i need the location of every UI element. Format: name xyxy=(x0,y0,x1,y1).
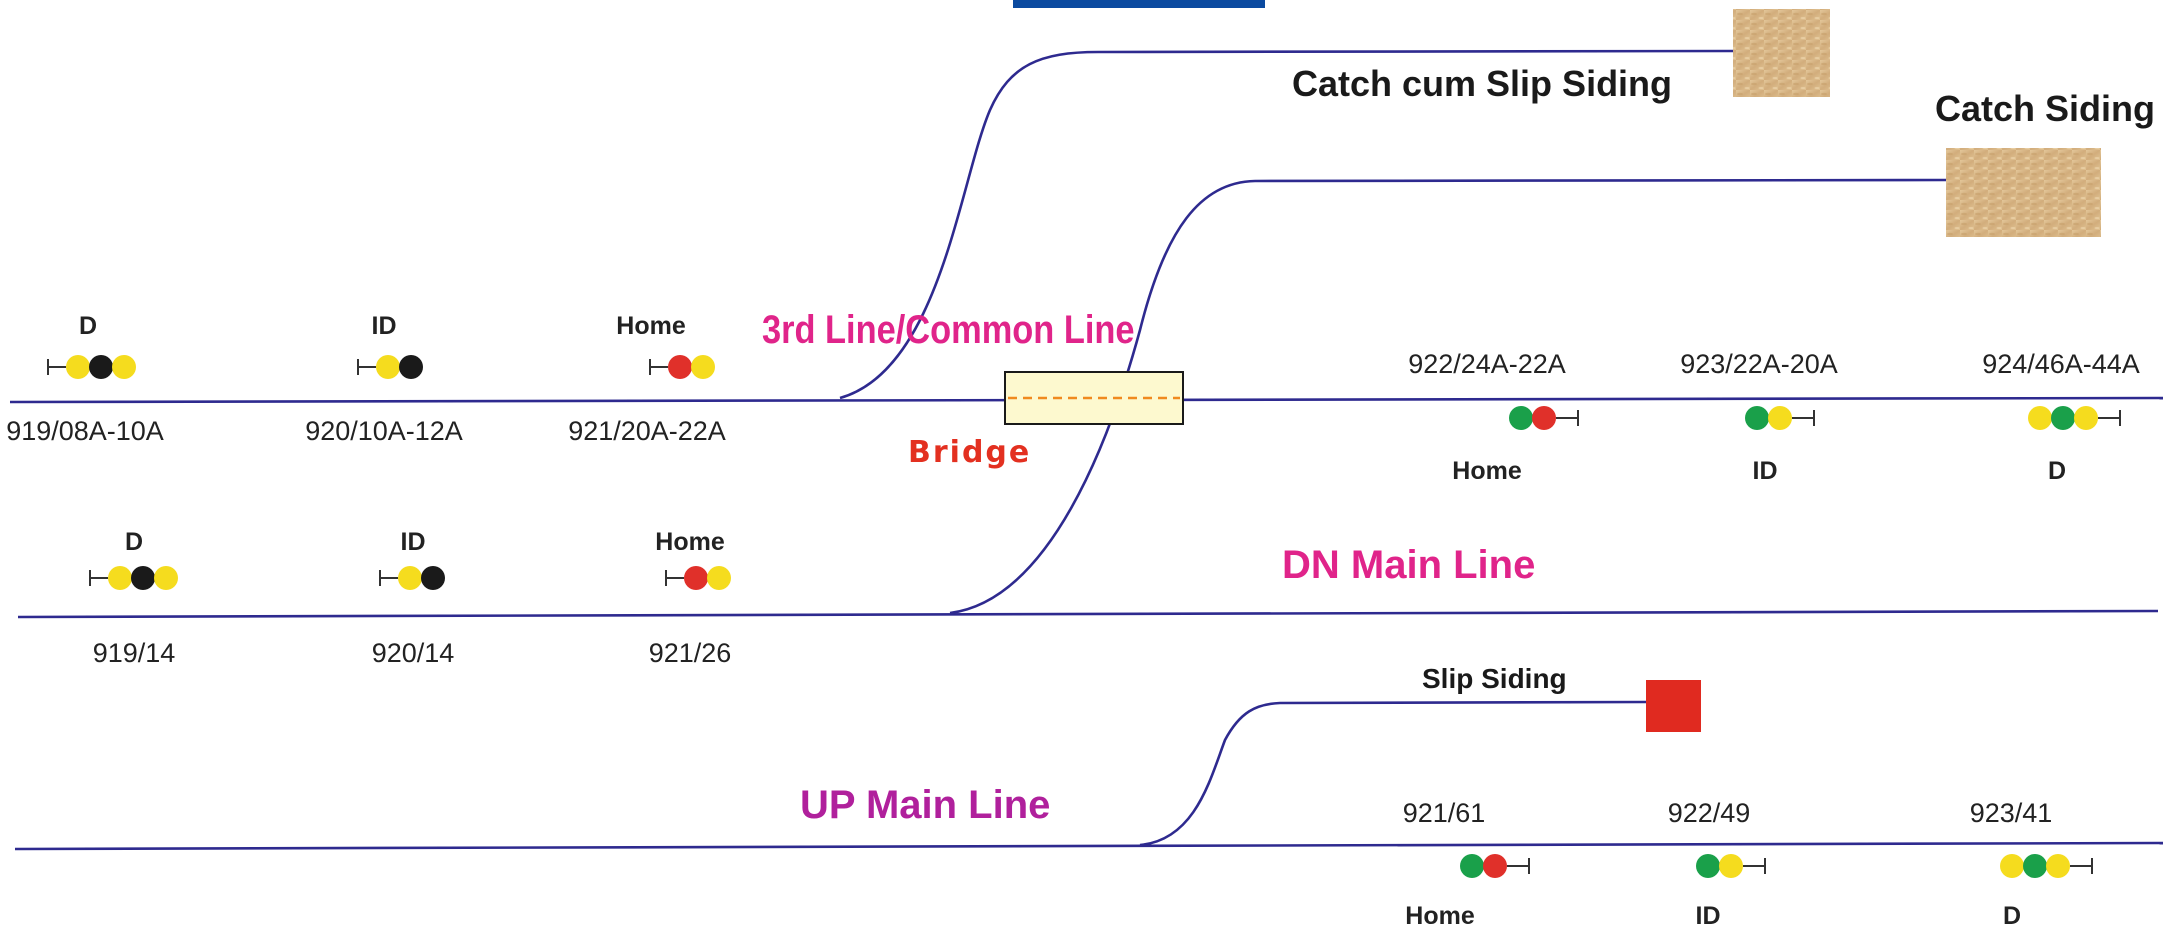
signal-dn-left-2: ID 920/14 xyxy=(372,528,455,668)
signal-aspect-red xyxy=(1532,406,1556,430)
signal-number-label: 922/24A-22A xyxy=(1408,349,1566,379)
up-main-line-track xyxy=(15,843,2163,849)
signal-number-label: 921/20A-22A xyxy=(568,416,726,446)
signal-number-label: 921/26 xyxy=(649,638,732,668)
signal-aspect-yellow xyxy=(112,355,136,379)
signal-aspect-yellow xyxy=(66,355,90,379)
signal-type-label: Home xyxy=(1405,902,1475,928)
dn-main-line-track xyxy=(18,611,2158,617)
signal-type-label: ID xyxy=(1696,902,1721,928)
signal-aspect-yellow xyxy=(1768,406,1792,430)
signal-type-label: Home xyxy=(616,312,686,340)
top-bar xyxy=(1013,0,1265,8)
slip-siding-stop-block xyxy=(1646,680,1701,732)
slip-siding-label: Slip Siding xyxy=(1422,663,1567,694)
signal-up-right-1: Home 921/61 xyxy=(1403,798,1529,928)
signal-aspect-red xyxy=(668,355,692,379)
catch-cum-slip-siding-label: Catch cum Slip Siding xyxy=(1292,63,1672,104)
signal-third-right-1: Home 922/24A-22A xyxy=(1408,349,1578,485)
signal-aspect-black xyxy=(399,355,423,379)
signal-aspect-yellow xyxy=(2000,854,2024,878)
signal-aspect-yellow xyxy=(376,355,400,379)
signal-aspect-yellow xyxy=(2028,406,2052,430)
signal-up-right-2: ID 922/49 xyxy=(1668,798,1765,928)
signal-type-label: ID xyxy=(372,312,397,340)
signal-aspect-green xyxy=(1509,406,1533,430)
signal-third-left-1: D 919/08A-10A xyxy=(6,312,164,446)
signal-aspect-black xyxy=(89,355,113,379)
signal-number-label: 919/08A-10A xyxy=(6,416,164,446)
signal-type-label: D xyxy=(2048,457,2066,485)
signal-aspect-yellow xyxy=(398,566,422,590)
signal-number-label: 923/41 xyxy=(1970,798,2053,828)
signal-dn-left-3: Home 921/26 xyxy=(649,528,732,668)
signal-type-label: D xyxy=(125,528,143,556)
signal-aspect-red xyxy=(684,566,708,590)
signal-aspect-red xyxy=(1483,854,1507,878)
signal-aspect-green xyxy=(2023,854,2047,878)
signal-type-label: D xyxy=(79,312,97,340)
signal-number-label: 919/14 xyxy=(93,638,176,668)
sand-hump-upper xyxy=(1733,9,1830,97)
up-main-line-label: UP Main Line xyxy=(800,783,1050,827)
catch-siding-label: Catch Siding xyxy=(1935,88,2155,129)
slip-siding-track xyxy=(1140,702,1646,845)
signal-aspect-yellow xyxy=(154,566,178,590)
signal-type-label: ID xyxy=(401,528,426,556)
signal-aspect-yellow xyxy=(1719,854,1743,878)
signal-aspect-black xyxy=(421,566,445,590)
signal-number-label: 922/49 xyxy=(1668,798,1751,828)
signal-number-label: 923/22A-20A xyxy=(1680,349,1838,379)
signal-number-label: 924/46A-44A xyxy=(1982,349,2140,379)
signal-aspect-black xyxy=(131,566,155,590)
signal-aspect-yellow xyxy=(2074,406,2098,430)
signal-third-left-3: Home 921/20A-22A xyxy=(568,312,726,446)
signal-third-left-2: ID 920/10A-12A xyxy=(305,312,463,446)
signal-aspect-yellow xyxy=(2046,854,2070,878)
signal-aspect-yellow xyxy=(108,566,132,590)
dn-main-line-label: DN Main Line xyxy=(1282,543,1535,587)
sand-hump-lower xyxy=(1946,148,2101,237)
signal-number-label: 920/10A-12A xyxy=(305,416,463,446)
bridge-label: Bridge xyxy=(908,435,1031,470)
signal-aspect-green xyxy=(2051,406,2075,430)
signal-dn-left-1: D 919/14 xyxy=(90,528,178,668)
bridge xyxy=(1005,372,1183,424)
signal-aspect-green xyxy=(1460,854,1484,878)
signal-aspect-green xyxy=(1745,406,1769,430)
signal-aspect-green xyxy=(1696,854,1720,878)
signal-up-right-3: D 923/41 xyxy=(1970,798,2092,928)
signal-number-label: 920/14 xyxy=(372,638,455,668)
signal-type-label: D xyxy=(2003,902,2021,928)
signal-type-label: Home xyxy=(1452,457,1522,485)
signal-third-right-3: D 924/46A-44A xyxy=(1982,349,2140,485)
signal-type-label: ID xyxy=(1753,457,1778,485)
signal-type-label: Home xyxy=(655,528,725,556)
signal-aspect-yellow xyxy=(707,566,731,590)
third-line-label: 3rd Line/Common Line xyxy=(762,307,1135,352)
signal-number-label: 921/61 xyxy=(1403,798,1486,828)
signal-third-right-2: ID 923/22A-20A xyxy=(1680,349,1838,485)
signal-aspect-yellow xyxy=(691,355,715,379)
